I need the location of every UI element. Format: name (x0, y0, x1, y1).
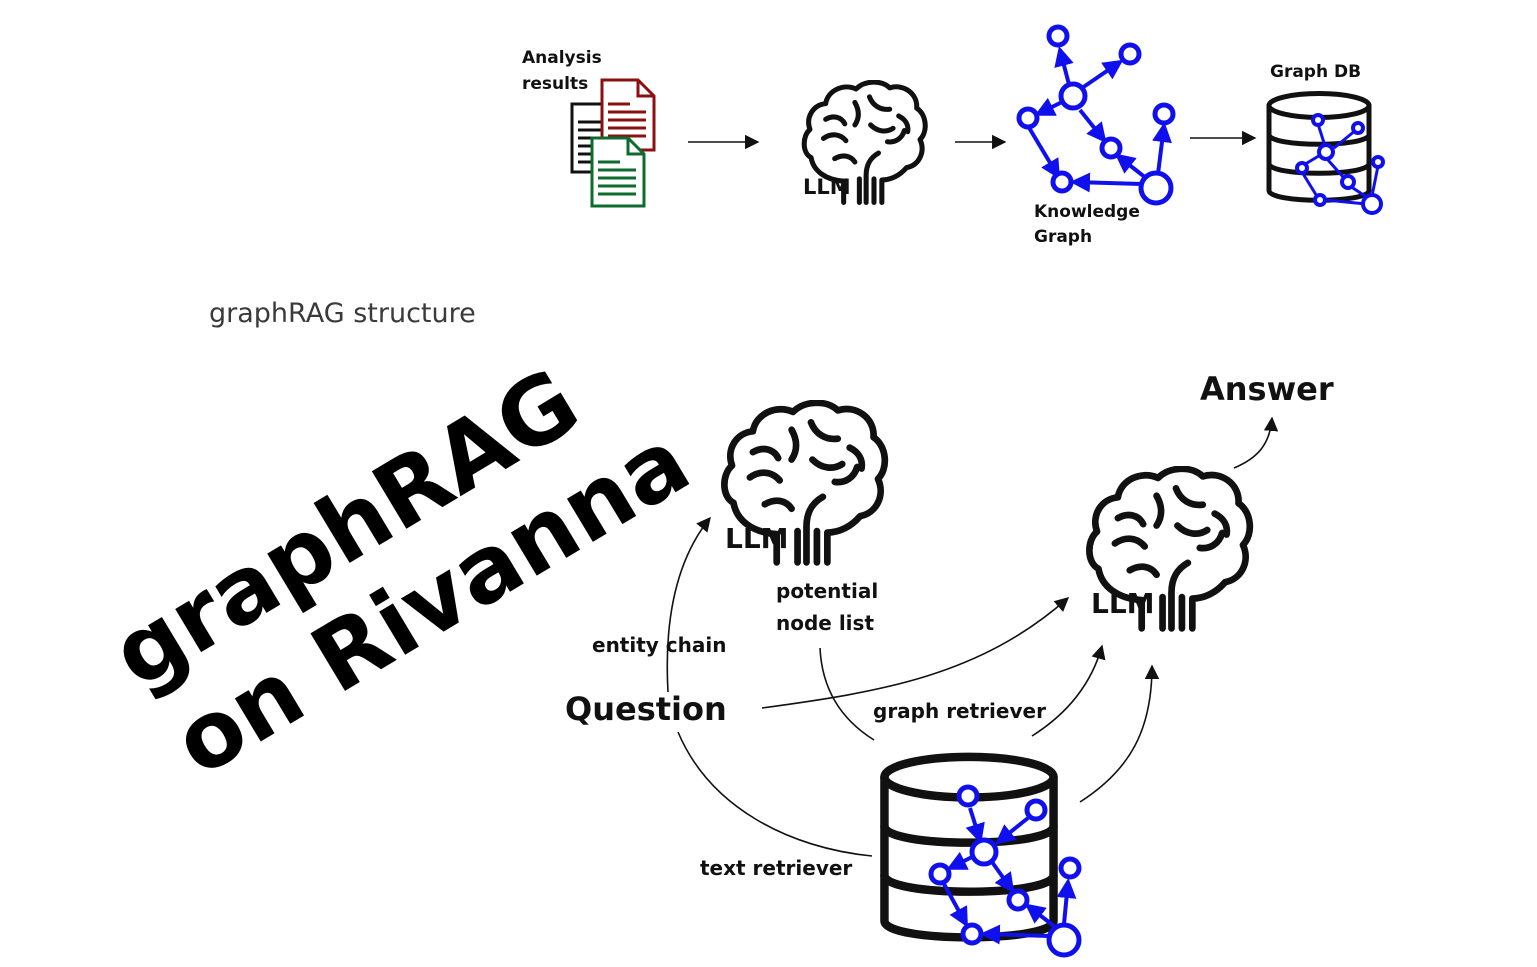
potential-node-list-line (819, 647, 875, 741)
graph-retriever-label: graph retriever (873, 699, 1046, 723)
analysis-results-label: Analysis (522, 48, 602, 68)
knowledge-graph-label: Knowledge (1034, 202, 1140, 222)
db-to-llm-arrow (1079, 664, 1160, 803)
knowledge-graph-icon (1016, 24, 1176, 206)
graph-db-graph-icon (1295, 113, 1385, 215)
answer-arrow (1233, 416, 1279, 469)
analysis-results-label-2: results (522, 74, 588, 94)
bottom-structure: LLM LLM Answer Question entity chain pot… (565, 370, 1334, 958)
question-label: Question (565, 690, 727, 728)
text-retriever-line (677, 731, 873, 857)
diagram-caption: graphRAG structure (209, 298, 476, 329)
entity-chain-label: entity chain (592, 633, 726, 657)
question-to-llm-arrow (761, 597, 1070, 709)
text-retriever-label: text retriever (700, 856, 852, 880)
documents-icon (570, 78, 656, 208)
top-pipeline: Analysis results (522, 24, 1385, 247)
graph-retriever-arrow (1031, 644, 1106, 737)
answer-label: Answer (1200, 370, 1334, 408)
entity-chain-arrow (666, 516, 711, 693)
top-llm-label: LLM (803, 175, 851, 199)
graph-db-label: Graph DB (1270, 62, 1361, 82)
left-llm-label: LLM (725, 522, 789, 555)
potential-node-list-label-2: node list (776, 611, 874, 635)
potential-node-list-label: potential (776, 579, 878, 603)
right-llm-label: LLM (1091, 587, 1155, 620)
database-graph-icon (928, 784, 1082, 958)
knowledge-graph-label-2: Graph (1034, 227, 1092, 247)
graph-database-icon (884, 757, 1053, 938)
overlay-title: graphRAG on Rivanna (94, 348, 707, 797)
